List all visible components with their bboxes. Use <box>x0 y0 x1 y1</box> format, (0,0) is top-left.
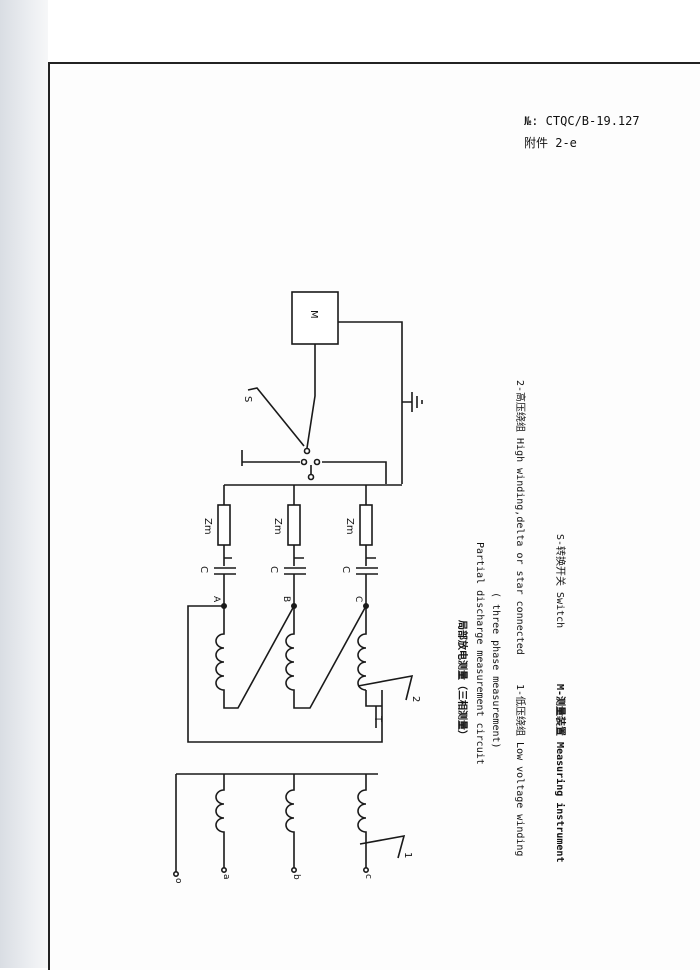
ground-symbol-icon <box>402 392 423 412</box>
switch-label: S <box>242 396 253 403</box>
switch-pivot <box>303 447 311 455</box>
switch-contact-left <box>300 458 308 466</box>
caption-title-cn: 局部放电测量（三相测量） <box>456 620 467 740</box>
scan-left-margin <box>0 0 48 968</box>
document-page <box>48 62 700 970</box>
legend-item-1: 1-低压绕组 Low voltage winding <box>514 684 525 857</box>
switch-contact-center <box>307 473 315 481</box>
impedance-zm-3 <box>359 504 373 546</box>
lv-label-o: o <box>173 878 183 884</box>
capacitor-label-1: C <box>198 566 209 573</box>
zm2-to-cap <box>293 545 304 566</box>
hv-delta-wire-2 <box>223 605 295 709</box>
zm1-to-cap <box>223 545 232 566</box>
switch-handle <box>247 387 305 447</box>
caption-title-en: Partial discharge measurement circuit <box>474 542 485 765</box>
switch-contact-right <box>313 458 321 466</box>
legend-item-s: S-转换开关 Switch <box>554 534 565 629</box>
zm-label-2: Zm <box>272 518 283 535</box>
lv-winding-c <box>357 774 367 868</box>
zm3-to-cap <box>365 545 376 566</box>
instrument-label: M <box>308 310 319 319</box>
winding1-label: 1 <box>402 852 413 859</box>
lv-winding-b <box>285 774 295 868</box>
impedance-zm-1 <box>217 504 231 546</box>
lv-terminal-a <box>221 866 228 873</box>
attachment-label: 附件 2-e <box>524 136 577 150</box>
lv-label-c: c <box>363 874 373 879</box>
hv-delta-wire-3 <box>293 605 367 709</box>
capacitor-label-2: C <box>268 566 279 573</box>
switch-bus <box>242 461 387 484</box>
impedance-zm-2 <box>287 504 301 546</box>
caption-subtitle-en: ( three phase measurement) <box>490 592 501 749</box>
measuring-instrument-box <box>291 291 339 345</box>
hv-winding-a <box>215 628 225 700</box>
lv-label-b: b <box>291 874 301 880</box>
hv-winding-c <box>357 628 367 691</box>
winding2-pointer <box>357 674 414 701</box>
hv-winding-lead-3 <box>365 606 382 707</box>
winding1-pointer <box>359 834 406 859</box>
capacitor-3 <box>356 567 378 575</box>
terminal-label-C: C <box>353 596 363 603</box>
instrument-lead <box>306 344 316 449</box>
hv-winding-b <box>285 606 295 700</box>
zm-label-1: Zm <box>202 518 213 535</box>
lv-terminal-o <box>173 870 180 877</box>
capacitor-2 <box>284 567 306 575</box>
ground-wire <box>338 321 403 484</box>
document-number: №: CTQC/B-19.127 <box>524 114 640 128</box>
hv-left-loop <box>187 605 383 743</box>
zm-label-3: Zm <box>344 518 355 535</box>
lv-terminal-b <box>290 866 297 873</box>
lv-label-a: a <box>221 874 231 880</box>
lv-terminal-c <box>362 866 369 873</box>
capacitor-1 <box>214 567 236 575</box>
legend-item-m: M-测量装置 Measuring instrument <box>554 684 565 863</box>
winding2-label: 2 <box>410 696 421 703</box>
lv-winding-a <box>215 774 225 868</box>
transformer-label: T <box>372 716 383 723</box>
legend-item-2: 2-高压绕组 High winding,delta or star connec… <box>514 380 525 655</box>
terminal-label-B: B <box>281 596 291 603</box>
capacitor-label-3: C <box>340 566 351 573</box>
terminal-label-A: A <box>211 596 221 603</box>
